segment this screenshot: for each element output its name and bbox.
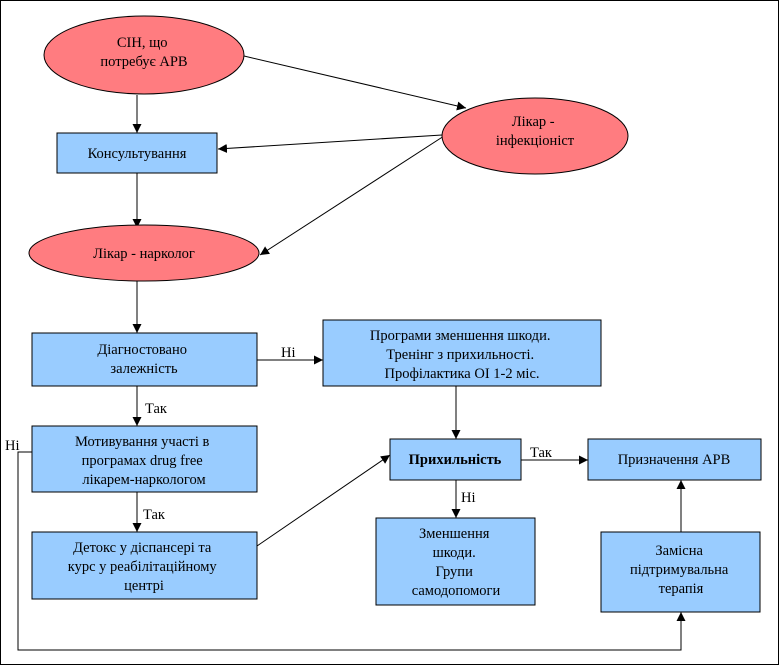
arrow-infect-to-consult <box>217 134 443 153</box>
node-infect-text: Лікар - інфекціоніст <box>496 114 575 149</box>
node-adher-text: Прихильність <box>409 452 502 468</box>
node-arv-text: Призначення АРВ <box>618 452 731 468</box>
label-no-diag: Ні <box>281 345 296 361</box>
node-harm: Програми зменшення шкоди. Тренінг з прих… <box>322 319 602 387</box>
label-no-motiv: Ні <box>5 438 20 454</box>
label-yes-diag: Так <box>145 401 168 417</box>
node-diag-text: Діагностовано залежність <box>97 342 190 377</box>
node-subst: Замісна підтримувальна терапія <box>600 531 761 613</box>
node-narco: Лікар - нарколог <box>28 224 260 282</box>
node-subst-text: Замісна підтримувальна терапія <box>630 543 732 597</box>
node-infect: Лікар - інфекціоніст <box>441 97 629 175</box>
label-yes-adher: Так <box>530 445 553 461</box>
node-consult-text: Консультування <box>88 146 187 162</box>
node-siv: СІН, що потребує АРВ <box>43 15 245 95</box>
node-harm-text: Програми зменшення шкоди. Тренінг з прих… <box>370 328 554 382</box>
node-adher: Прихильність <box>389 438 522 481</box>
node-detox-text: Детокс у діспансері та курс у реабілітац… <box>68 540 221 594</box>
node-narco-text: Лікар - нарколог <box>93 246 195 262</box>
arrow-detox-to-adher <box>256 454 391 547</box>
label-no-adher: Ні <box>461 490 476 506</box>
node-reduce: Зменшення шкоди. Групи самодопомоги <box>375 517 536 606</box>
node-detox: Детокс у діспансері та курс у реабілітац… <box>31 531 258 600</box>
label-yes-motiv: Так <box>143 507 166 523</box>
node-motiv: Мотивування участі в програмах drug free… <box>31 425 258 493</box>
node-siv-text: СІН, що потребує АРВ <box>100 35 187 70</box>
node-arv: Призначення АРВ <box>587 438 762 481</box>
arrow-motiv-to-subst <box>17 451 686 651</box>
node-motiv-text: Мотивування участі в програмах drug free… <box>75 434 213 488</box>
arrow-infect-to-narco <box>259 135 445 256</box>
node-diag: Діагностовано залежність <box>31 332 258 387</box>
edge-labels: Ні Так Ні Так Так Ні <box>5 345 553 523</box>
connectors <box>17 55 686 651</box>
node-consult: Консультування <box>56 132 218 174</box>
node-reduce-text: Зменшення шкоди. Групи самодопомоги <box>412 526 501 599</box>
arrow-siv-to-infect <box>243 55 467 111</box>
